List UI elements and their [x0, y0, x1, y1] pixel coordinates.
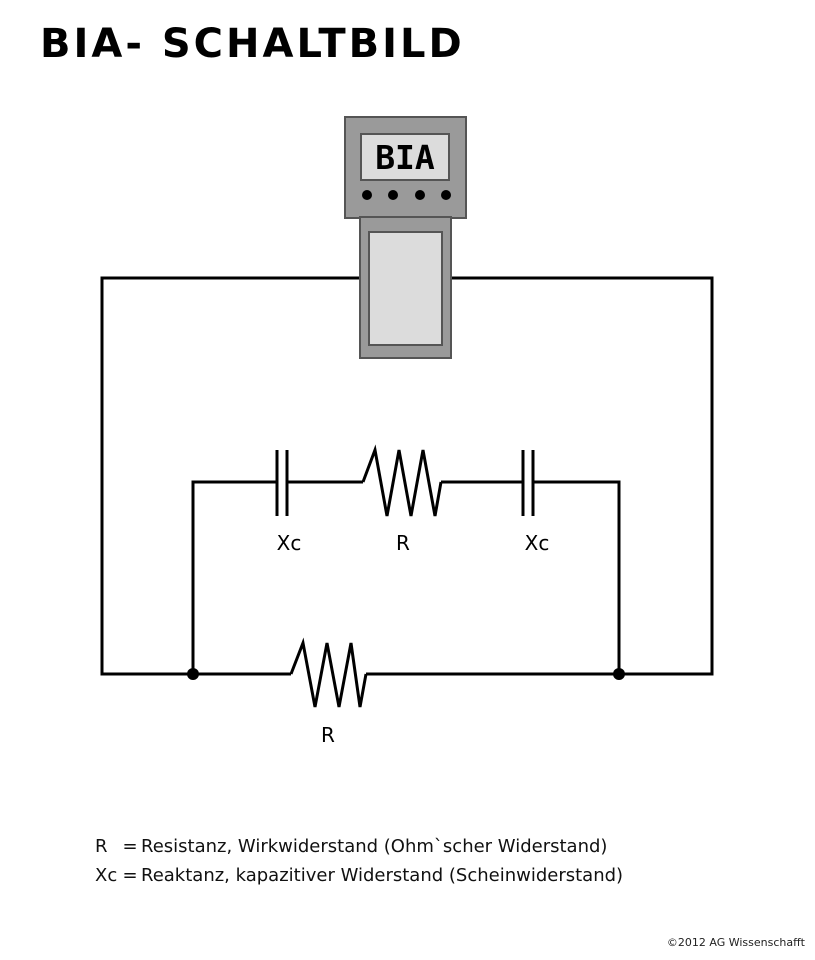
legend-text: Reaktanz, kapazitiver Widerstand (Schein… — [141, 865, 624, 886]
device-dots — [362, 190, 451, 200]
resistor-top — [361, 444, 443, 517]
resistor-bottom-label: R — [321, 723, 335, 747]
inner-branch — [191, 480, 621, 674]
legend-equals: = — [122, 836, 138, 857]
capacitor-left — [275, 450, 289, 516]
resistor-bottom — [289, 637, 368, 708]
capacitor-right — [521, 450, 535, 516]
legend-equals: = — [122, 865, 138, 886]
page-title: BIA- SCHALTBILD — [40, 21, 465, 67]
device-display — [360, 133, 450, 181]
device-dot — [362, 190, 372, 200]
legend-row-resistance: R = Resistanz, Wirkwiderstand (Ohm`scher… — [95, 832, 623, 861]
device-screen — [368, 231, 443, 346]
junction-node-right — [613, 668, 625, 680]
device-dot — [441, 190, 451, 200]
device-dot — [415, 190, 425, 200]
device-display-text: BIA — [375, 138, 435, 177]
legend-symbol: R — [95, 836, 108, 857]
device-dot — [388, 190, 398, 200]
resistor-top-label: R — [396, 531, 410, 555]
bia-device: BIA — [344, 116, 467, 359]
legend: R = Resistanz, Wirkwiderstand (Ohm`scher… — [95, 832, 623, 890]
capacitor-left-label: Xc — [277, 531, 302, 555]
junction-node-left — [187, 668, 199, 680]
legend-symbol: Xc — [95, 865, 118, 886]
capacitor-right-label: Xc — [525, 531, 550, 555]
copyright-notice: ©2012 AG Wissenschafft — [666, 936, 805, 949]
legend-row-reactance: Xc = Reaktanz, kapazitiver Widerstand (S… — [95, 861, 623, 890]
outer-wire — [100, 276, 714, 676]
legend-text: Resistanz, Wirkwiderstand (Ohm`scher Wid… — [141, 836, 608, 857]
